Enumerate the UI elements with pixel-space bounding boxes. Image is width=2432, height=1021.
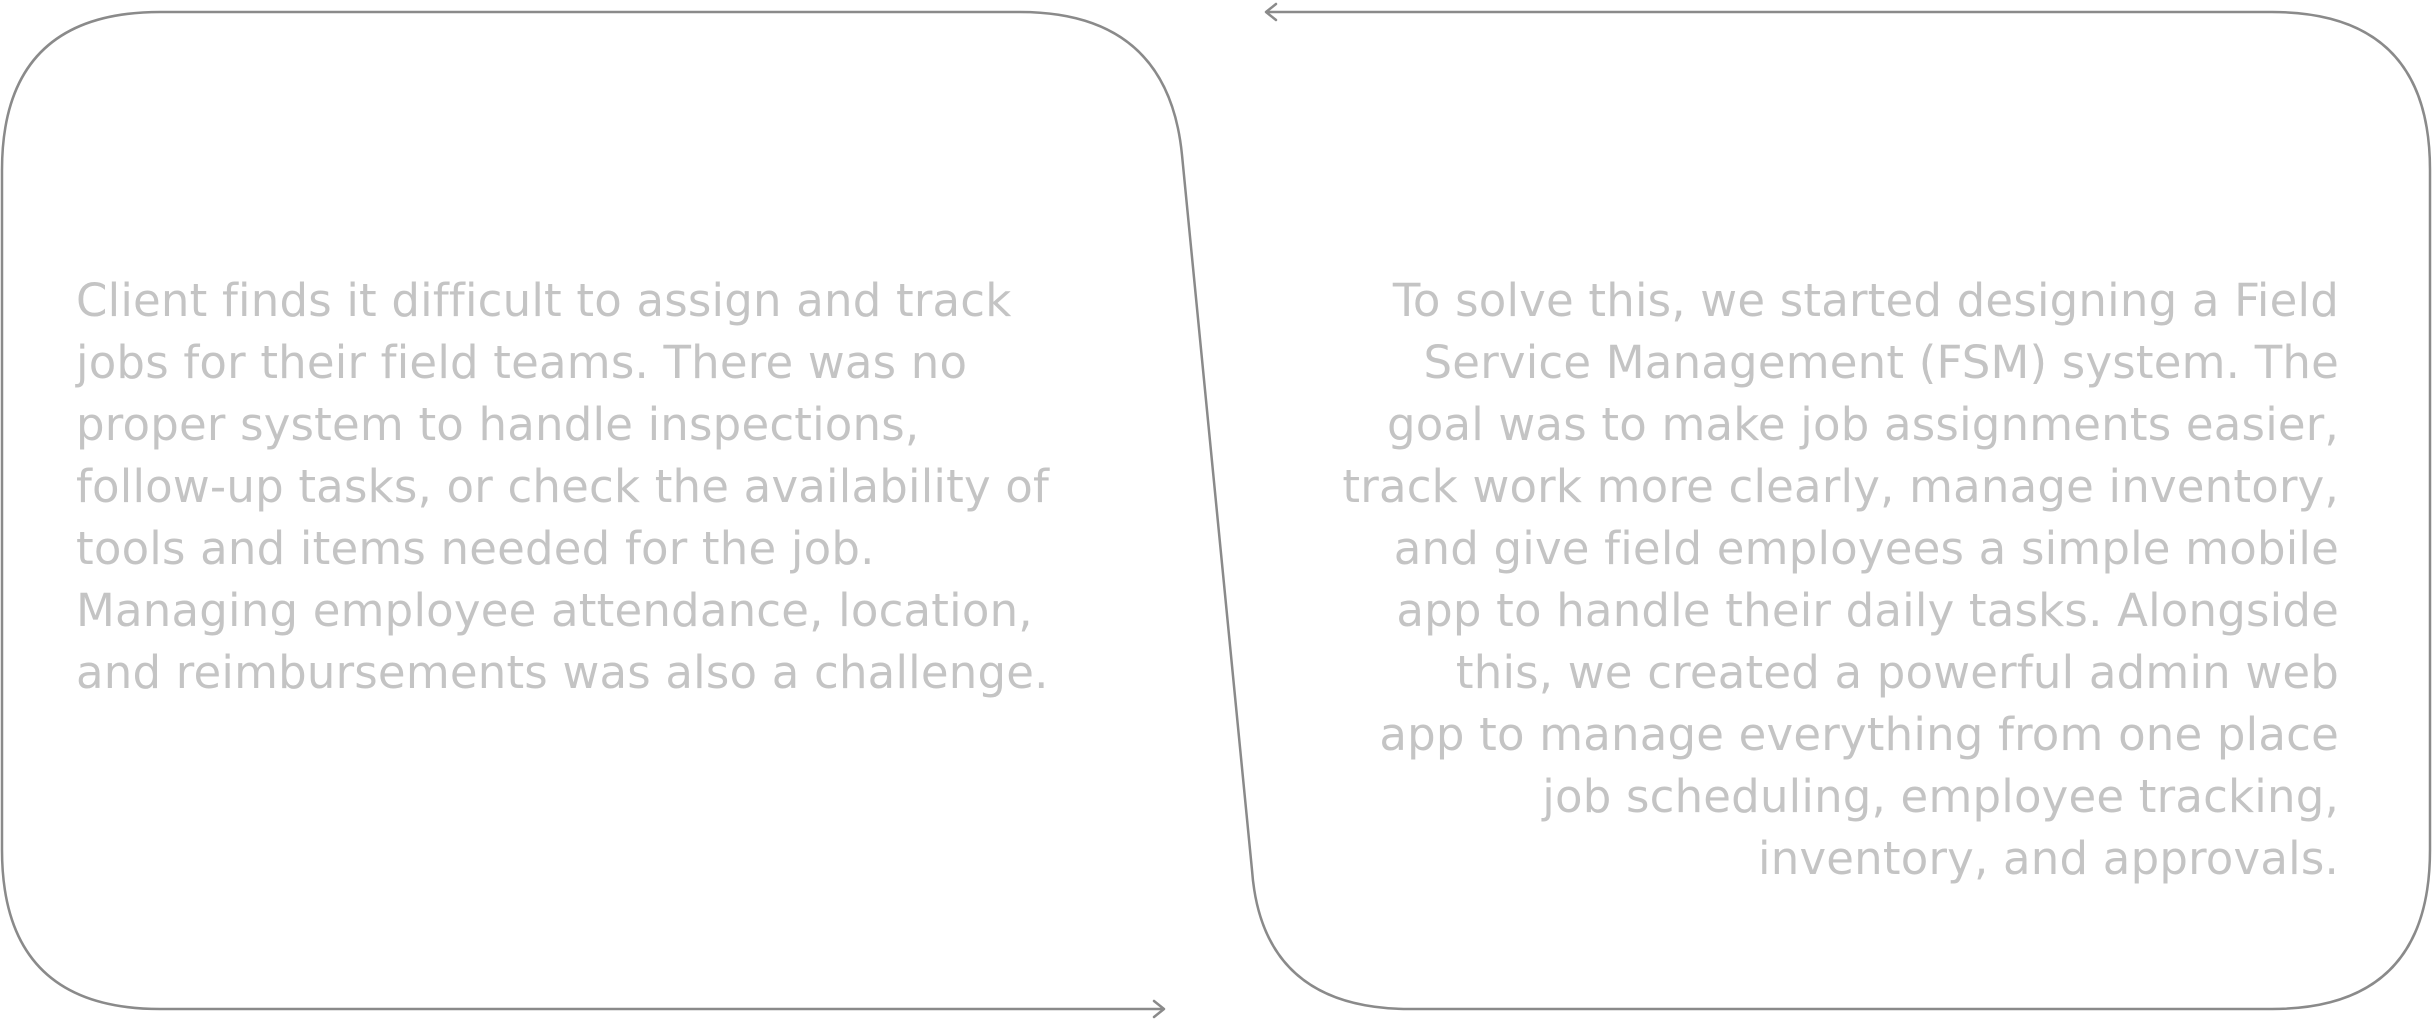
arrow-left-icon: [1264, 2, 1278, 22]
solution-line: job scheduling, employee tracking,: [1542, 770, 2339, 823]
solution-line: this, we created a powerful admin web: [1455, 646, 2339, 699]
problem-line: jobs for their field teams. There was no: [76, 336, 968, 389]
solution-line: track work more clearly, manage inventor…: [1342, 460, 2339, 513]
arrow-right-icon: [1152, 999, 1166, 1019]
problem-line: tools and items needed for the job.: [76, 522, 875, 575]
problem-panel-outline: [160, 10, 1411, 1011]
solution-line: Service Management (FSM) system. The: [1423, 336, 2339, 389]
problem-line: Client finds it difficult to assign and …: [76, 274, 1012, 327]
problem-line: and reimbursements was also a challenge.: [76, 646, 1049, 699]
solution-line: app to manage everything from one place: [1379, 708, 2339, 761]
problem-text: Client finds it difficult to assign and …: [76, 270, 1049, 704]
solution-line: app to handle their daily tasks. Alongsi…: [1396, 584, 2339, 637]
problem-panel-outline-left: [0, 10, 1162, 1011]
problem-line: follow-up tasks, or check the availabili…: [76, 460, 1050, 513]
solution-line: and give field employees a simple mobile: [1393, 522, 2339, 575]
solution-line: To solve this, we started designing a Fi…: [1392, 274, 2339, 327]
solution-line: inventory, and approvals.: [1758, 832, 2339, 885]
solution-line: goal was to make job assignments easier,: [1386, 398, 2339, 451]
solution-panel-outline: [1268, 10, 2432, 1011]
problem-line: proper system to handle inspections,: [76, 398, 920, 451]
problem-line: Managing employee attendance, location,: [76, 584, 1033, 637]
solution-text: To solve this, we started designing a Fi…: [1342, 270, 2339, 890]
